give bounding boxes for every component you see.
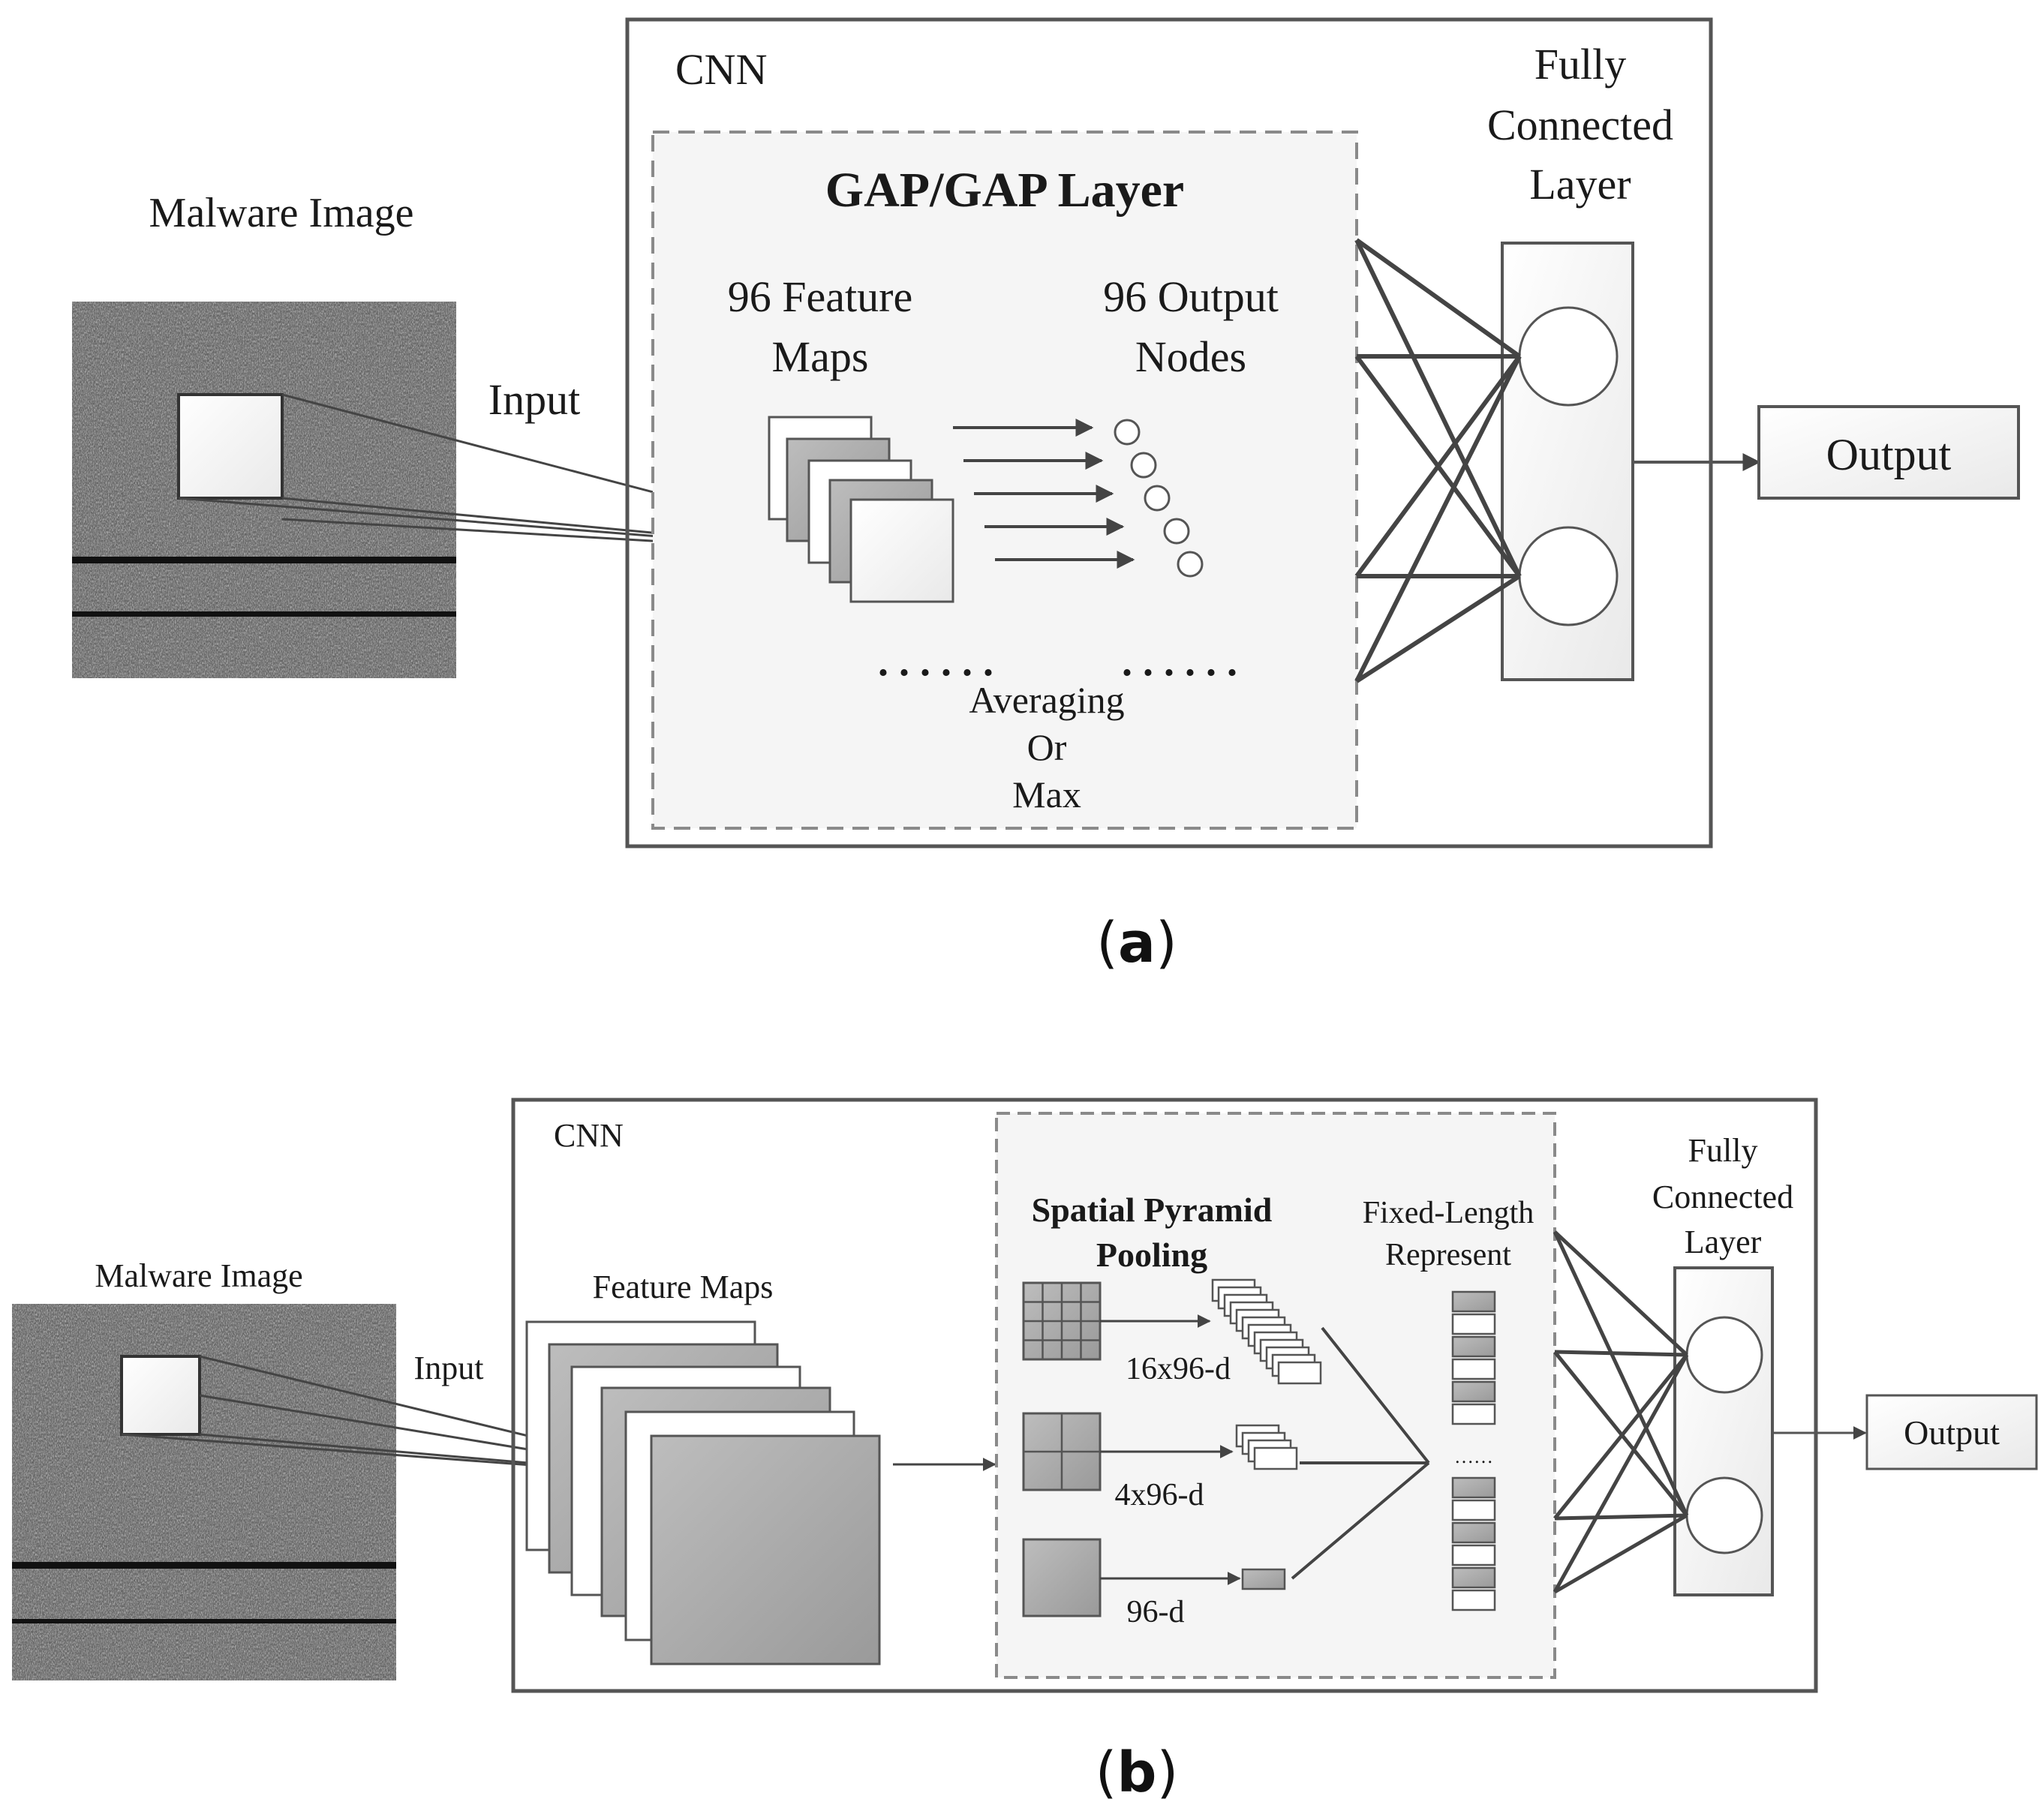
gap-layer-label: GAP/GAP Layer [825,163,1184,218]
output-box [1757,405,2020,500]
pyramid-level-16: 16x96-d [1022,1278,1322,1386]
output-node [1144,485,1171,512]
cnn-label: CNN [554,1117,624,1154]
averaging-arrows [953,419,1135,569]
feature-map-stack [768,416,954,603]
input-label: Input [414,1350,484,1386]
fc-label-line1: Fully [1688,1132,1758,1169]
spp-label-line1: Spatial Pyramid [1032,1191,1273,1229]
fixed-length-label-line1: Fixed-Length [1363,1196,1535,1230]
output-nodes-label-line1: 96 Output [1103,272,1279,321]
spp-label-line2: Pooling [1096,1236,1207,1274]
output-node [1114,419,1141,446]
output-node-column [1114,419,1204,578]
fc-neuron [1518,526,1619,626]
output-node-ellipsis: ...... [1122,638,1248,685]
feature-maps-label-line1: 96 Feature [728,272,912,321]
receptive-field-box [120,1355,201,1436]
bin-vector-stack-4 [1235,1424,1298,1470]
averaging-label-line3: Max [1012,773,1081,815]
level-label-4: 4x96-d [1115,1478,1204,1512]
level-label-16: 16x96-d [1126,1352,1231,1386]
gap-layer-box [651,131,1358,830]
averaging-label-line2: Or [1027,726,1067,768]
caption-a-letter: a [1118,911,1156,975]
bin-vector-1 [1241,1568,1286,1590]
output-nodes-label-line2: Nodes [1135,332,1246,381]
malware-image-stripe [72,557,456,563]
averaging-label-line1: Averaging [969,679,1124,721]
bin-vector-stack-16 [1211,1278,1322,1385]
fc-label-line3: Layer [1685,1224,1762,1260]
caption-b: (b) [1096,1740,1179,1805]
receptive-field-box [177,393,284,500]
vector-ellipsis: …… [1454,1446,1493,1467]
malware-image-stripe [72,611,456,617]
output-node [1177,551,1204,578]
pyramid-level-4: 4x96-d [1022,1412,1298,1512]
output-label: Output [1826,430,1952,479]
malware-image-label: Malware Image [95,1257,302,1294]
malware-image [72,302,456,678]
output-node [1163,518,1190,545]
cnn-box [511,1098,1818,1693]
feature-map-ellipsis: ...... [878,638,1004,685]
cnn-box [625,17,1713,848]
panel-b: Malware Image Input CNN Feature Maps [12,1098,2038,1805]
caption-b-letter: b [1117,1740,1157,1805]
feature-map [849,498,954,603]
malware-image-stripe [12,1562,396,1569]
pyramid-level-1: 96-d [1022,1538,1286,1629]
fc-label-line2: Connected [1652,1179,1793,1215]
fc-label-line2: Connected [1487,101,1673,149]
fc-neuron [1685,1476,1763,1554]
cnn-label: CNN [675,45,767,94]
fixed-length-vector [1451,1290,1496,1611]
feature-map-stack [525,1320,881,1665]
caption-a: (a) [1096,911,1177,975]
malware-image-noise [12,1304,396,1680]
malware-image-label: Malware Image [149,190,414,236]
fc-neuron [1685,1316,1763,1394]
output-box [1865,1394,2038,1470]
concat-lines [1291,1326,1430,1580]
malware-image [12,1304,396,1680]
fc-connections [1553,1230,1689,1594]
output-node [1130,452,1157,479]
fc-neuron [1518,306,1619,407]
fixed-length-label-line2: Represent [1385,1238,1511,1272]
feature-maps-label-line2: Maps [772,332,869,381]
malware-image-stripe [12,1619,396,1623]
panel-a: Malware Image Input CNN GAP/GAP Layer 96… [72,17,2020,975]
pyramid-grid-1x1 [1022,1538,1102,1617]
feature-maps-label: Feature Maps [593,1269,774,1305]
output-label: Output [1904,1413,2000,1452]
fc-label-line3: Layer [1529,160,1631,209]
fc-connections [1354,238,1522,683]
feature-map [650,1434,881,1665]
input-label: Input [488,375,580,424]
level-label-1: 96-d [1127,1595,1185,1629]
fc-label-line1: Fully [1535,40,1627,89]
